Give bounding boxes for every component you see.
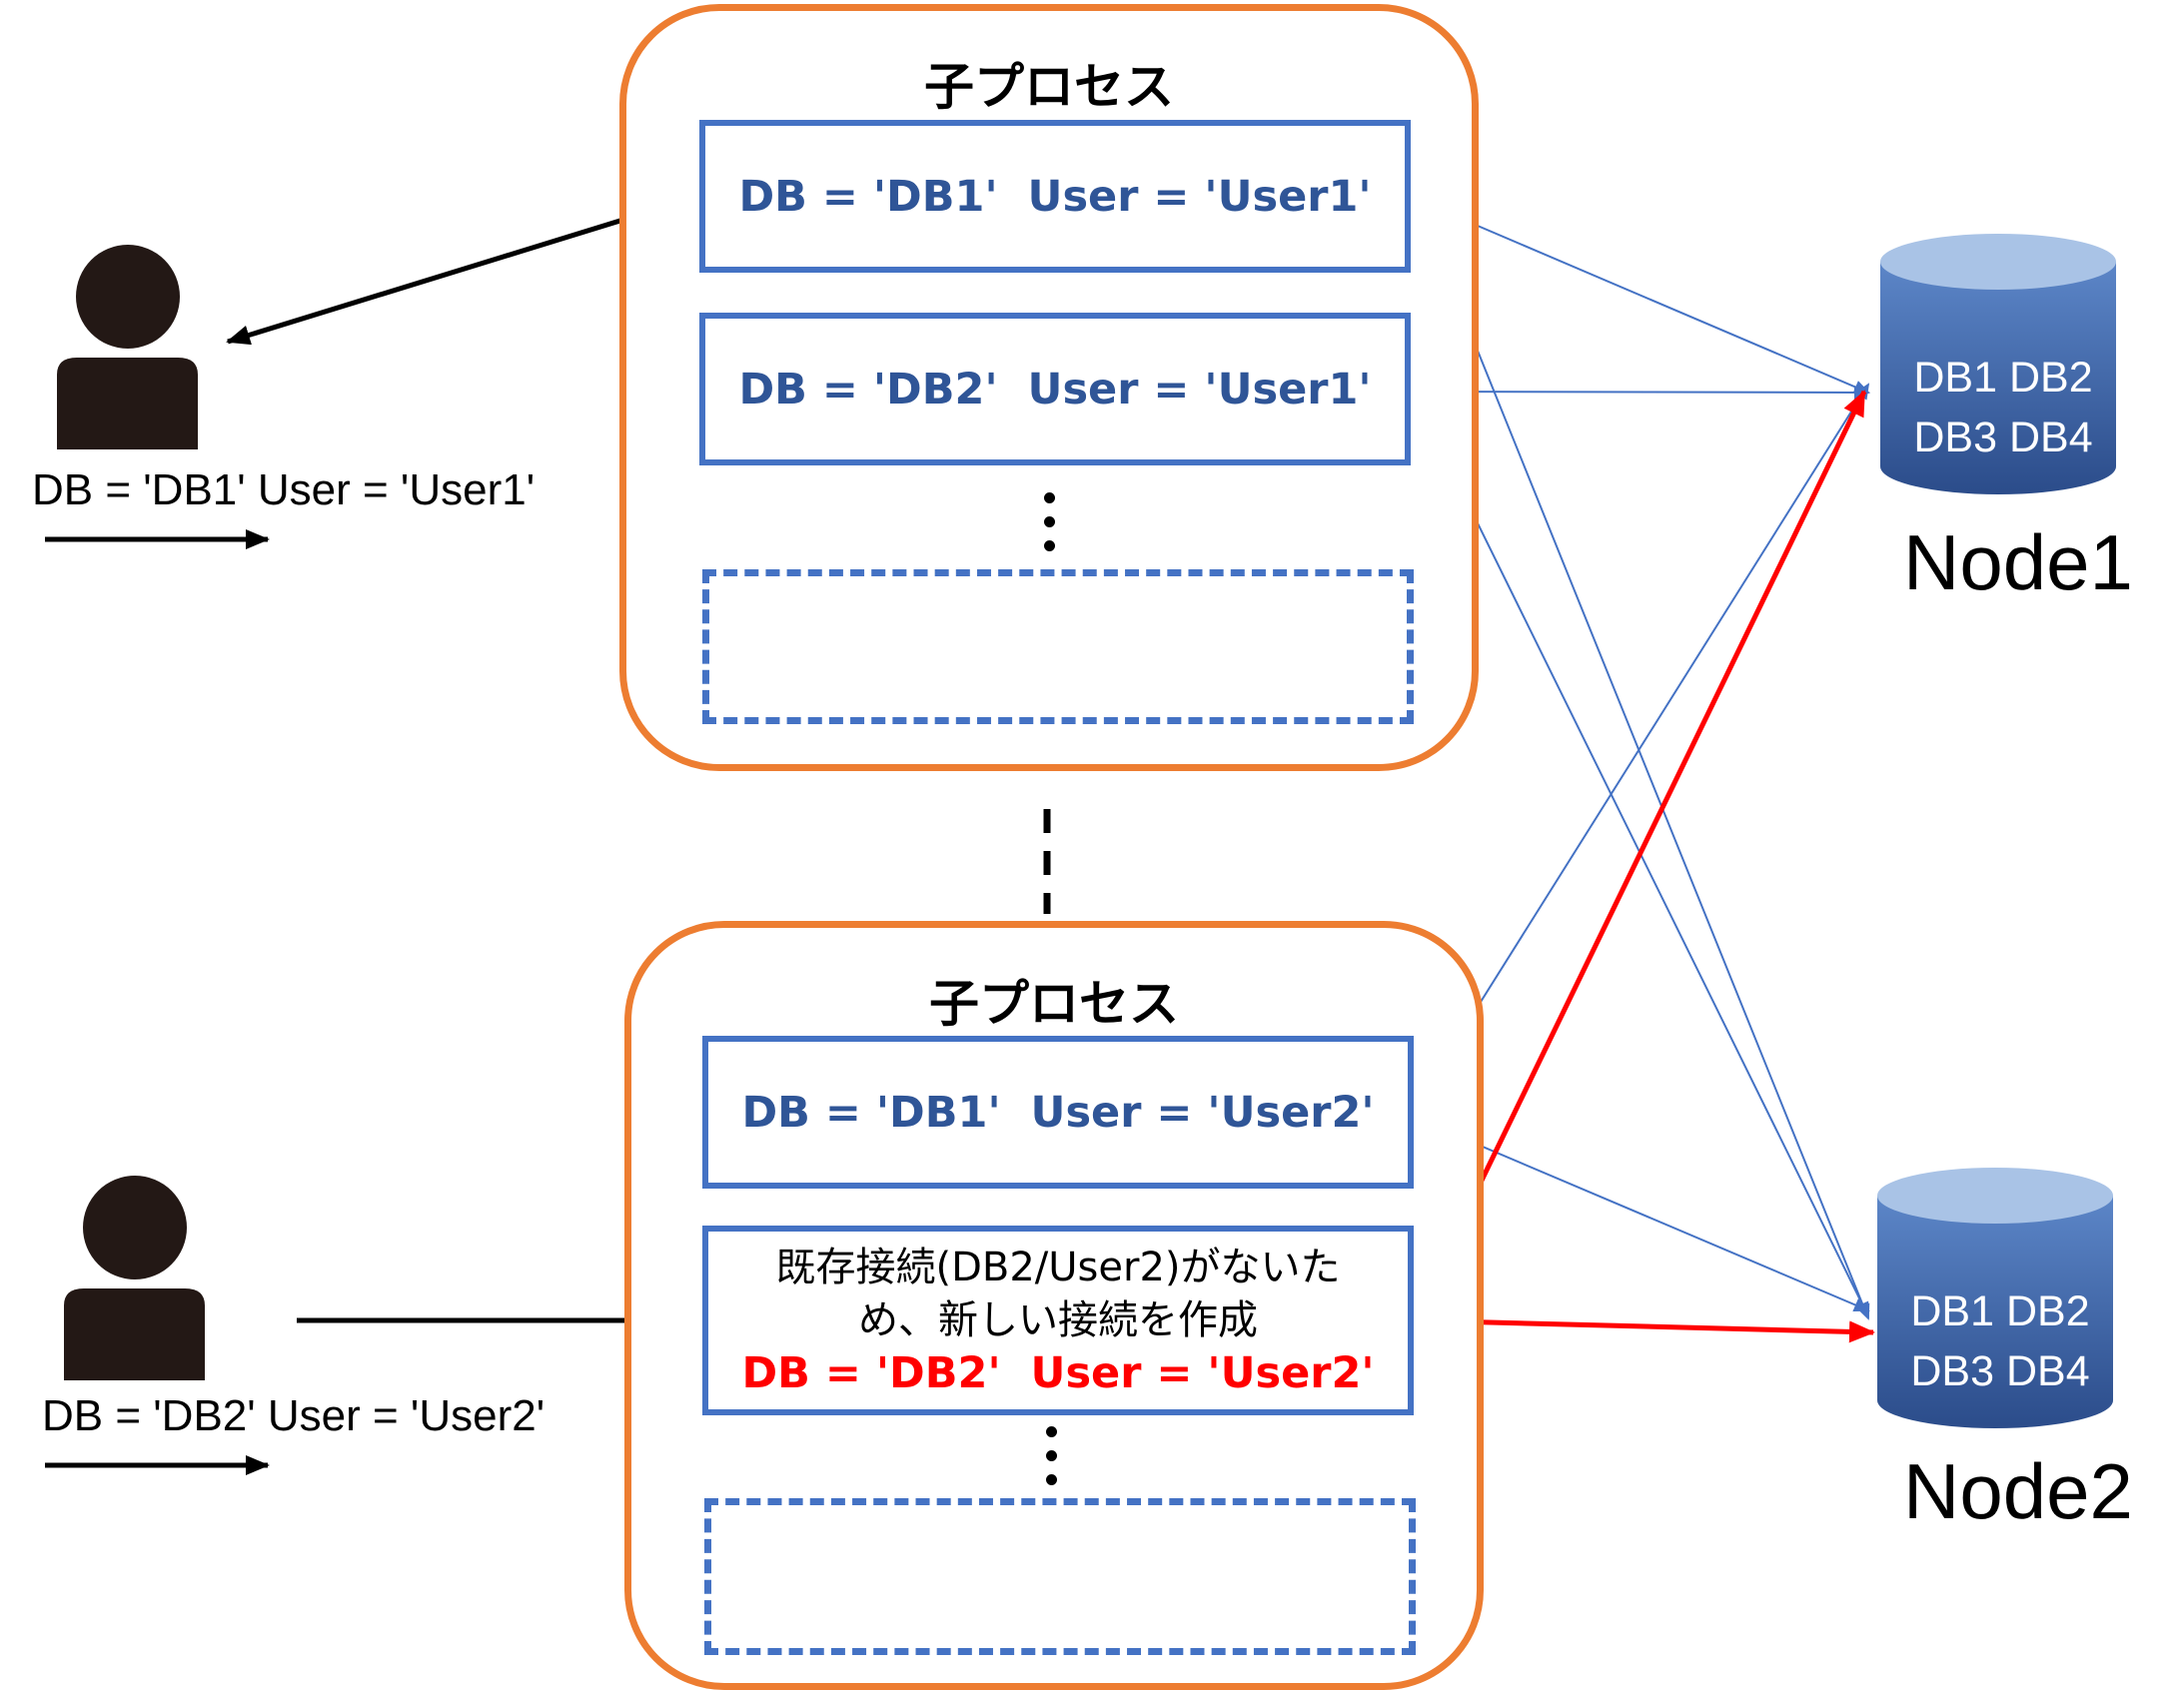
new-connection-label: DB = 'DB2' User = 'User2' [741, 1347, 1375, 1398]
user2-request-label: DB = 'DB2' User = 'User2' [42, 1391, 546, 1440]
new-connection-db2-user2: 既存接続(DB2/User2)がないた め、新しい接続を作成 DB = 'DB2… [702, 1226, 1414, 1415]
new-connection-note-line2: め、新しい接続を作成 [858, 1296, 1258, 1343]
user1-request-label: DB = 'DB1' User = 'User1' [32, 465, 536, 514]
node1-name: Node1 [1903, 518, 2133, 606]
connection-db1-user2: DB = 'DB1' User = 'User2' [702, 1036, 1414, 1189]
db-line: DB1 DB2 [1913, 354, 2093, 402]
ellipsis-dots [1046, 1426, 1060, 1498]
empty-connection-slot [704, 1498, 1416, 1655]
process-title: 子プロセス [929, 975, 1179, 1033]
connection-db1-user1: DB = 'DB1' User = 'User1' [699, 120, 1411, 273]
new-link-node2 [1413, 1317, 1875, 1343]
link-c3-node1 [1416, 383, 1870, 1105]
database-icon [1880, 234, 2116, 494]
link-c1-node2 [1416, 199, 1870, 1320]
user-icon [64, 1176, 205, 1380]
empty-connection-slot [702, 569, 1414, 724]
node2-db-list: DB1 DB2 DB3 DB4 [1875, 1281, 2125, 1401]
db-line: DB1 DB2 [1910, 1287, 2090, 1335]
node2-name: Node2 [1903, 1447, 2133, 1535]
link-c1-node1 [1416, 199, 1870, 394]
connection-label: DB = 'DB2' User = 'User1' [738, 364, 1372, 415]
new-link-node1 [1411, 390, 1867, 1322]
connection-label: DB = 'DB1' User = 'User1' [738, 171, 1372, 222]
connection-db2-user1: DB = 'DB2' User = 'User1' [699, 313, 1411, 465]
node1-db-list: DB1 DB2 DB3 DB4 [1878, 348, 2128, 467]
database-icon [1877, 1168, 2113, 1428]
new-connection-note-line1: 既存接続(DB2/User2)がないた [775, 1244, 1341, 1290]
user-icon [57, 245, 198, 449]
ellipsis-dots [1044, 492, 1058, 564]
db-line: DB3 DB4 [1913, 414, 2093, 461]
link-c2-node2 [1416, 399, 1869, 1318]
connection-label: DB = 'DB1' User = 'User2' [741, 1087, 1375, 1138]
link-c3-node2 [1416, 1118, 1870, 1311]
process-title: 子プロセス [924, 58, 1174, 116]
db-line: DB3 DB4 [1910, 1347, 2090, 1395]
link-c2-node1 [1416, 385, 1870, 400]
